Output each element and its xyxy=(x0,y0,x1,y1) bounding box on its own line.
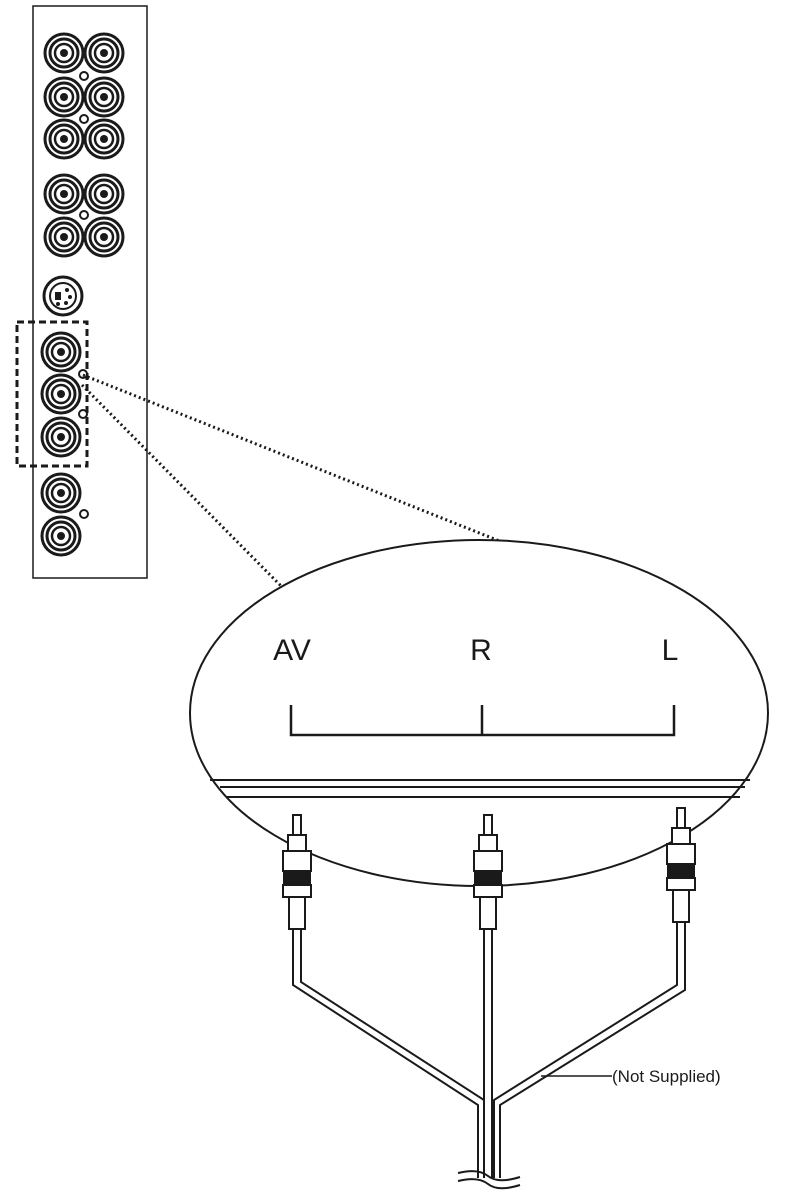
audio-r-jack xyxy=(40,373,82,415)
indicator-dot xyxy=(79,71,89,81)
audio-l-jack xyxy=(40,416,82,458)
rca-jack xyxy=(43,118,85,160)
label-l: L xyxy=(662,634,679,667)
rca-jack xyxy=(43,32,85,74)
zoom-lines xyxy=(80,373,523,594)
s-video-port xyxy=(42,275,84,317)
indicator-dot xyxy=(78,409,88,419)
av-cable xyxy=(292,920,686,1190)
rca-jack xyxy=(83,118,125,160)
indicator-dot xyxy=(79,114,89,124)
indicator-dot xyxy=(79,509,89,519)
label-bracket xyxy=(289,705,676,737)
rca-jack xyxy=(83,216,125,258)
magnified-view: AV R L xyxy=(189,539,769,887)
label-r: R xyxy=(470,634,492,667)
rear-panel xyxy=(15,5,148,579)
av-jack xyxy=(40,331,82,373)
rca-jack xyxy=(83,76,125,118)
rca-jack xyxy=(83,173,125,215)
cable-l xyxy=(493,920,678,1178)
rca-jack xyxy=(43,76,85,118)
indicator-dot xyxy=(78,369,88,379)
label-av: AV xyxy=(273,634,311,667)
label-not-supplied: (Not Supplied) xyxy=(612,1067,721,1086)
rca-jack xyxy=(43,216,85,258)
rca-jack xyxy=(43,173,85,215)
rca-jack xyxy=(40,515,82,557)
rca-jack xyxy=(83,32,125,74)
not-supplied-callout: (Not Supplied) xyxy=(541,1067,721,1086)
rca-jack xyxy=(40,472,82,514)
cable-cut-mark xyxy=(457,1170,521,1182)
indicator-dot xyxy=(79,210,89,220)
cable-av xyxy=(292,928,479,1178)
highlight-box xyxy=(15,320,89,468)
